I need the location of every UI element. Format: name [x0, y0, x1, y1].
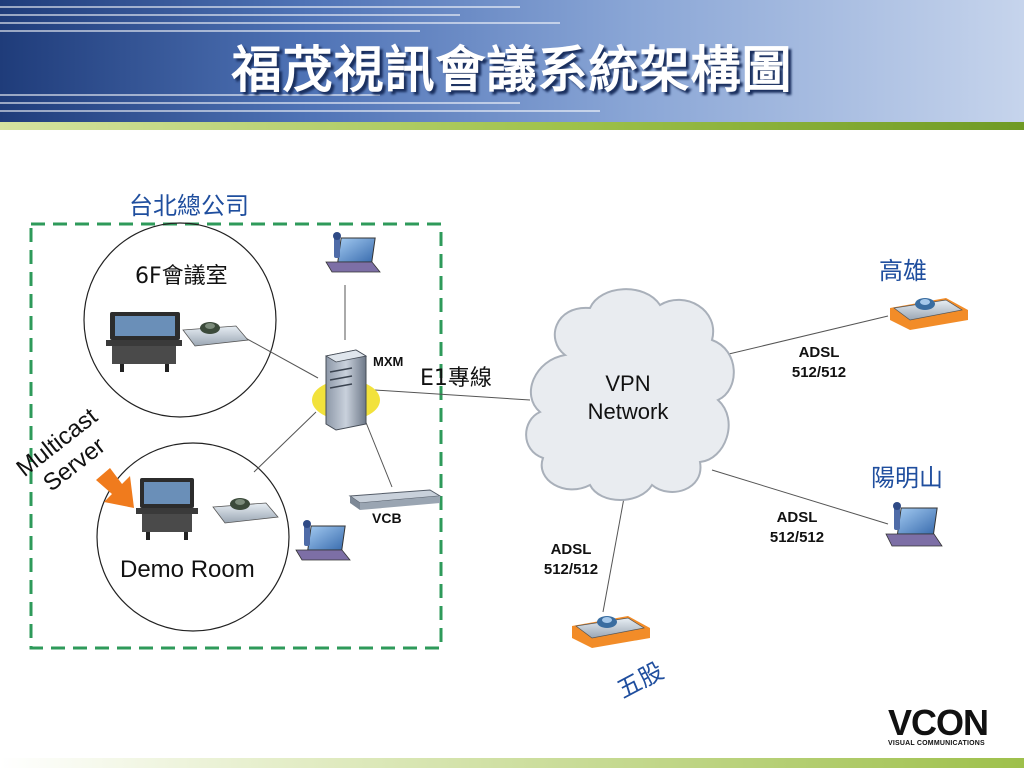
mxm-6f-link — [239, 334, 319, 379]
e1-link — [374, 389, 531, 401]
vcb-label: VCB — [372, 510, 402, 526]
multicast-arrow — [96, 468, 134, 508]
page-title: 福茂視訊會議系統架構圖 — [231, 41, 793, 99]
header-stripe — [0, 6, 520, 8]
connection-lines — [239, 285, 889, 613]
mxm-demo-link — [253, 411, 317, 473]
hq-boundary — [29, 222, 443, 650]
laptop-demo — [295, 520, 351, 561]
adsl-wugu-label: ADSL 512/512 — [543, 541, 599, 578]
room-6f-circle — [83, 222, 277, 418]
mxm-server-icon — [312, 349, 380, 431]
demo-room-circle — [96, 442, 290, 632]
e1-label: E1專線 — [420, 366, 492, 391]
header-accent-bar — [0, 122, 1024, 130]
vcon-logo: VCON VISUAL COMMUNICATIONS — [888, 702, 1008, 748]
header-stripe — [0, 110, 600, 112]
laptop-hq-top — [325, 232, 381, 273]
header-stripe — [0, 14, 460, 16]
vpn-network-label: VPN Network — [587, 371, 669, 424]
demo-room-label: Demo Room — [120, 556, 255, 583]
mxm-label: MXM — [373, 354, 404, 369]
codec-wugu — [572, 616, 650, 648]
logo-tagline: VISUAL COMMUNICATIONS — [888, 740, 985, 747]
header-stripe — [0, 30, 420, 32]
tv-cart-6f — [106, 312, 182, 372]
codec-kaohsiung — [890, 298, 968, 330]
tv-cart-demo — [136, 478, 198, 540]
site-yangmingshan-label: 陽明山 — [871, 464, 943, 492]
header-stripe — [0, 22, 560, 24]
codec-demo — [212, 498, 279, 524]
header-stripe — [0, 102, 520, 104]
wugu-link — [602, 486, 627, 613]
mxm-vcb-link — [364, 419, 393, 488]
laptop-yangmingshan — [885, 502, 943, 547]
yangmingshan-link — [711, 469, 889, 525]
vpn-cloud — [525, 288, 735, 501]
footer-bar — [0, 758, 1024, 768]
vcb-device-icon — [348, 489, 442, 510]
site-kaohsiung-label: 高雄 — [879, 257, 927, 285]
hq-label: 台北總公司 — [129, 192, 249, 220]
header-stripe — [0, 94, 380, 96]
adsl-yangmingshan-label: ADSL 512/512 — [769, 509, 825, 546]
logo-wordmark: VCON — [888, 702, 989, 743]
adsl-kaohsiung-label: ADSL 512/512 — [791, 344, 847, 381]
kaohsiung-link — [711, 315, 889, 359]
header-banner: 福茂視訊會議系統架構圖 — [0, 0, 1024, 130]
codec-6f — [182, 322, 249, 347]
room-6f-label: 6F會議室 — [135, 264, 228, 289]
